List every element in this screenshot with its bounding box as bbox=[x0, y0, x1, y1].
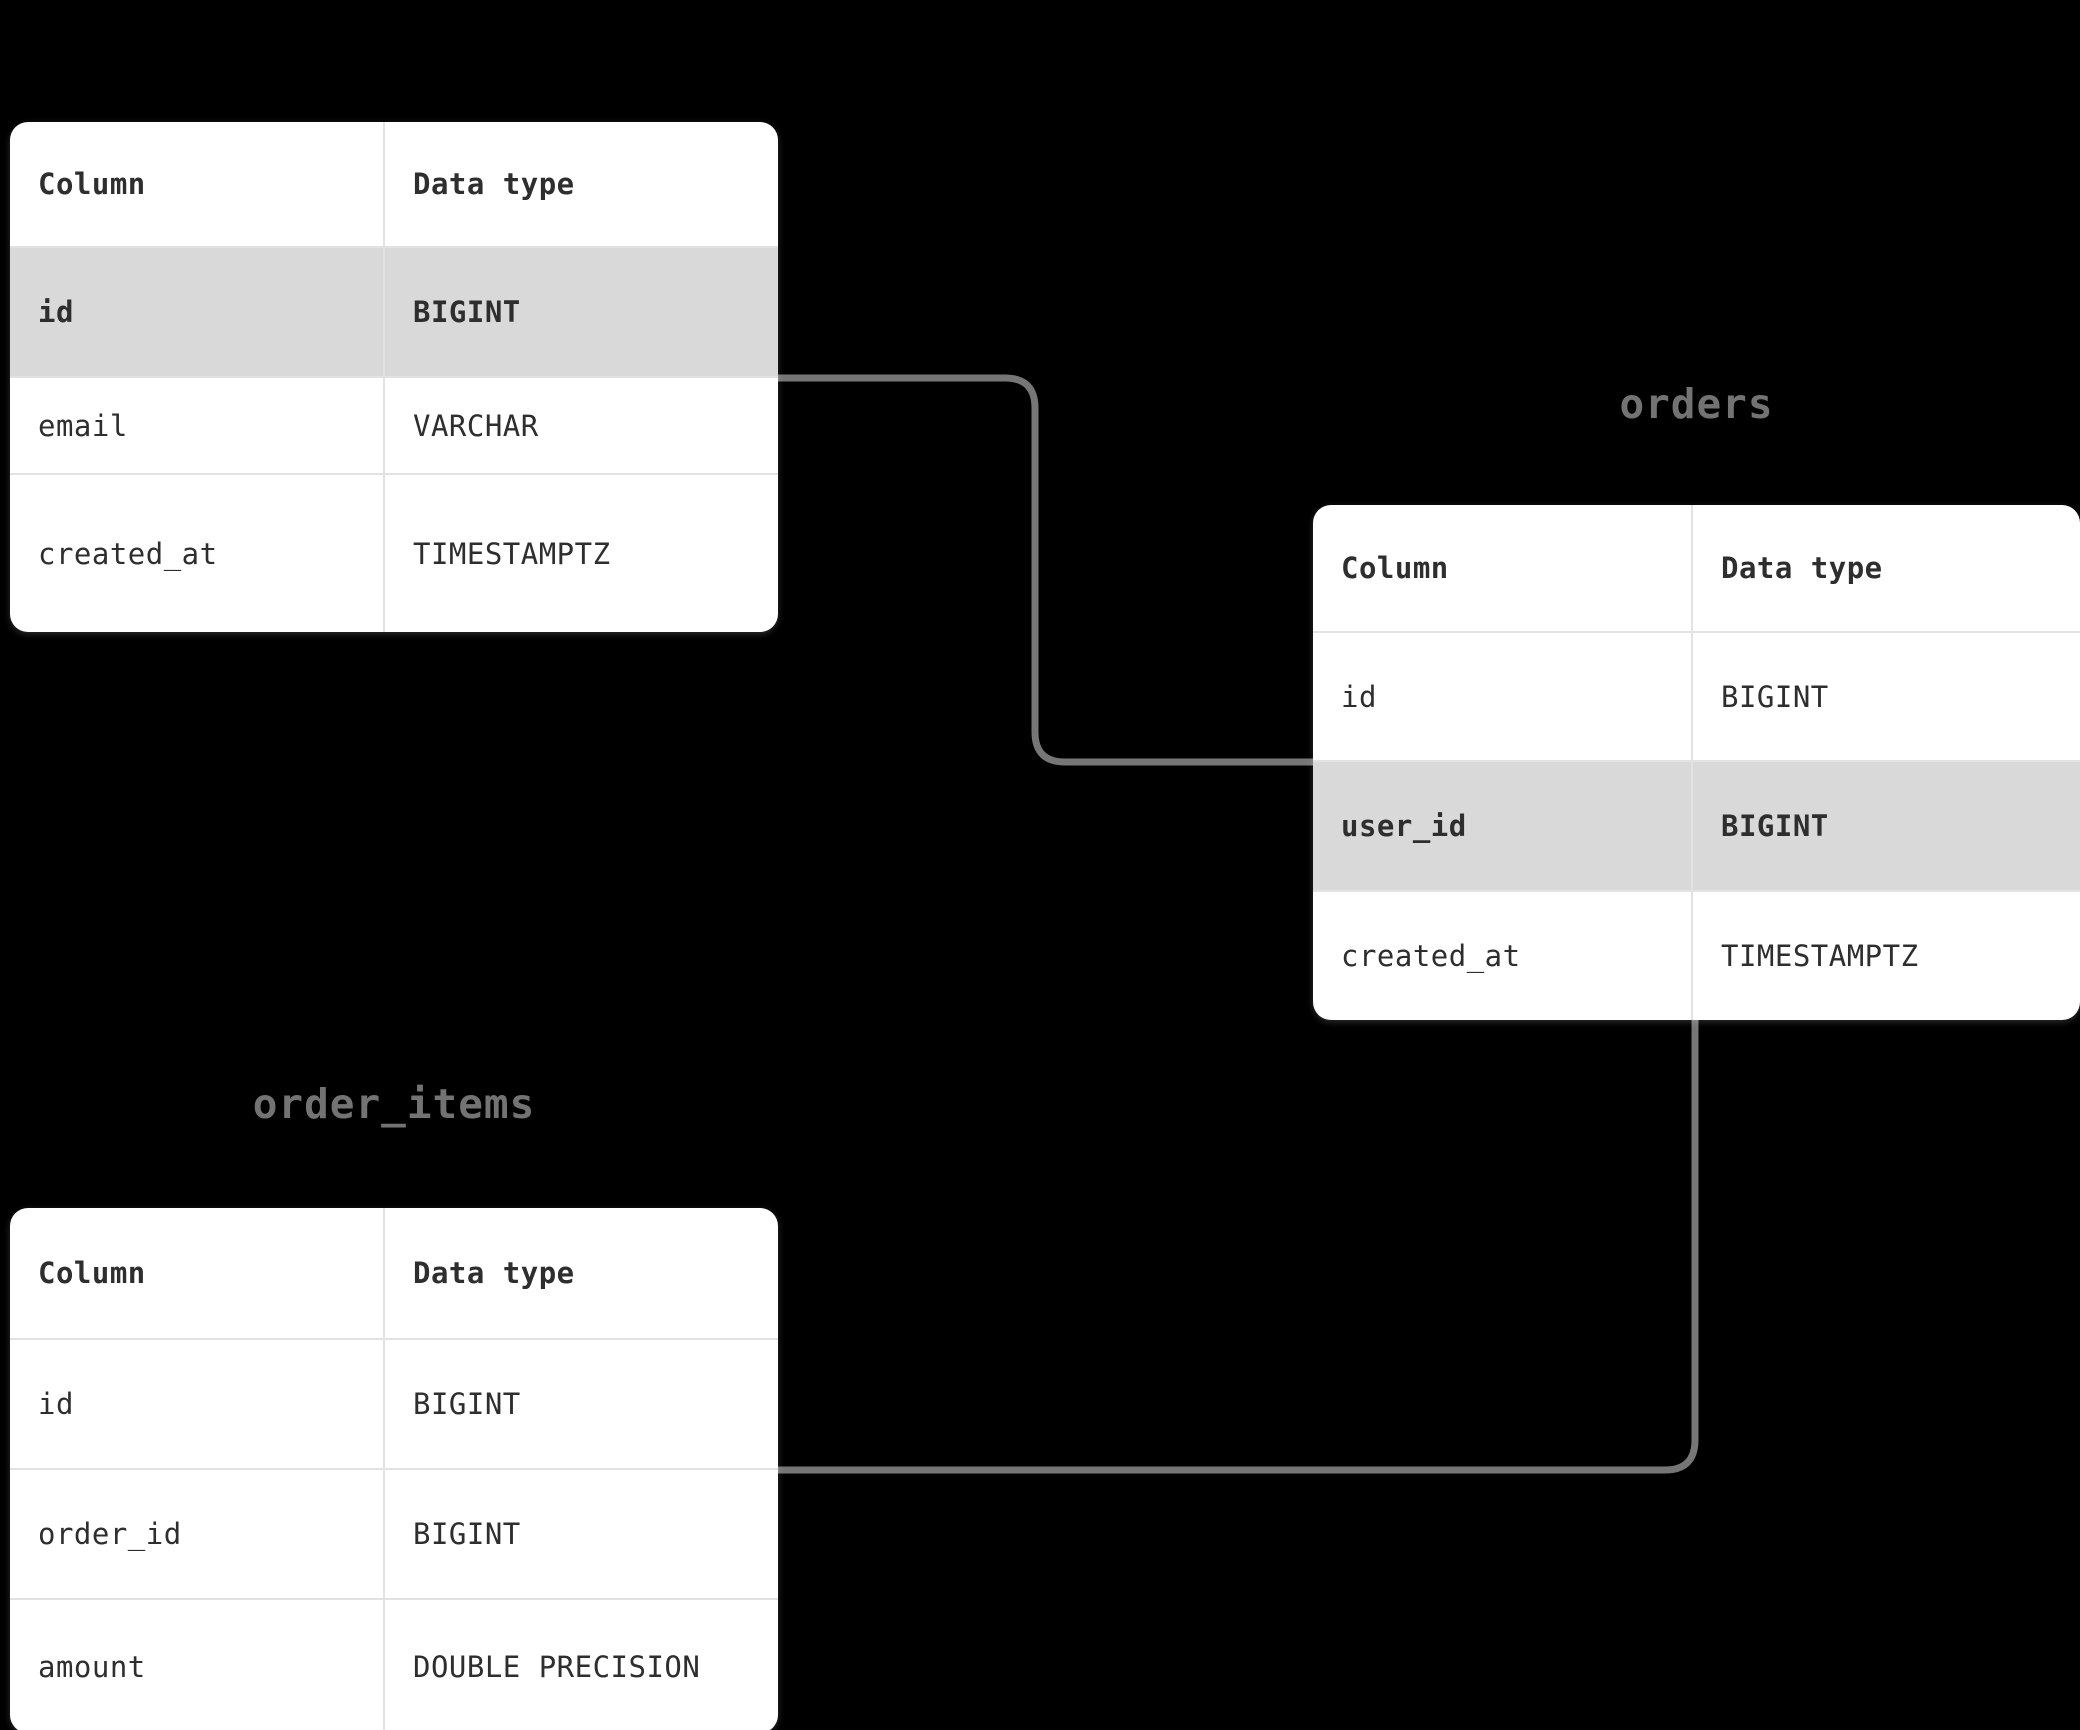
table-row[interactable]: created_at TIMESTAMPTZ bbox=[1313, 892, 2080, 1020]
table-row[interactable]: email VARCHAR bbox=[10, 378, 778, 475]
row-data-type: BIGINT bbox=[413, 1517, 521, 1551]
row-data-type: TIMESTAMPTZ bbox=[413, 536, 611, 571]
table-row[interactable]: created_at TIMESTAMPTZ bbox=[10, 475, 778, 632]
table-title-order-items: order_items bbox=[252, 1080, 536, 1128]
table-row[interactable]: id BIGINT bbox=[1313, 633, 2080, 762]
header-cell-data-type: Data type bbox=[413, 1256, 575, 1290]
row-data-type: DOUBLE PRECISION bbox=[413, 1649, 701, 1684]
table-header-row: Column Data type bbox=[1313, 505, 2080, 633]
row-data-type: VARCHAR bbox=[413, 408, 539, 443]
row-column-name: created_at bbox=[10, 475, 385, 632]
header-cell-column: Column bbox=[1313, 505, 1693, 631]
edge-users-id-to-orders-user-id bbox=[774, 374, 1317, 766]
header-cell-data-type: Data type bbox=[1721, 551, 1883, 585]
table-card-orders[interactable]: Column Data type id BIGINT user_id BIGIN… bbox=[1313, 505, 2080, 1020]
table-row[interactable]: order_id BIGINT bbox=[10, 1470, 778, 1600]
header-cell-column: Column bbox=[10, 122, 385, 246]
row-data-type: BIGINT bbox=[413, 1387, 521, 1421]
table-row[interactable]: amount DOUBLE PRECISION bbox=[10, 1600, 778, 1730]
table-row[interactable]: id BIGINT bbox=[10, 248, 778, 378]
row-column-name: id bbox=[10, 248, 385, 376]
table-row[interactable]: user_id BIGINT bbox=[1313, 762, 2080, 892]
table-title-orders: orders bbox=[1619, 380, 1774, 428]
row-data-type: BIGINT bbox=[1721, 679, 1829, 714]
row-data-type: BIGINT bbox=[413, 295, 521, 329]
row-column-name: user_id bbox=[1313, 762, 1693, 890]
row-column-name: id bbox=[10, 1340, 385, 1468]
row-data-type: BIGINT bbox=[1721, 809, 1829, 843]
header-cell-data-type: Data type bbox=[413, 167, 575, 201]
table-card-order-items[interactable]: Column Data type id BIGINT order_id BIGI… bbox=[10, 1208, 778, 1730]
header-cell-column: Column bbox=[10, 1208, 385, 1338]
row-column-name: id bbox=[1313, 633, 1693, 760]
row-column-name: order_id bbox=[10, 1470, 385, 1598]
table-card-users[interactable]: Column Data type id BIGINT email VARCHAR… bbox=[10, 122, 778, 632]
row-column-name: amount bbox=[10, 1600, 385, 1730]
row-column-name: created_at bbox=[1313, 892, 1693, 1020]
table-header-row: Column Data type bbox=[10, 122, 778, 248]
table-header-row: Column Data type bbox=[10, 1208, 778, 1340]
row-column-name: email bbox=[10, 378, 385, 473]
table-row[interactable]: id BIGINT bbox=[10, 1340, 778, 1470]
edge-orders-id-to-order-items-order-id bbox=[774, 1016, 1699, 1474]
row-data-type: TIMESTAMPTZ bbox=[1721, 939, 1919, 973]
